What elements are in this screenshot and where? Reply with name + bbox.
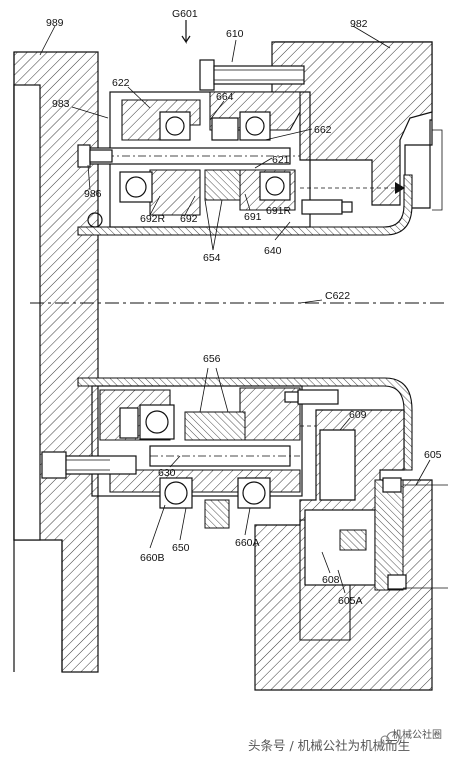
label-g601: G601: [172, 8, 198, 20]
label-622: 622: [112, 77, 130, 89]
label-640: 640: [264, 245, 282, 257]
label-610: 610: [226, 28, 244, 40]
label-982: 982: [350, 18, 368, 30]
label-691: 691: [244, 211, 262, 223]
label-692: 692: [180, 213, 198, 225]
label-692r: 692R: [140, 213, 166, 225]
label-605a: 605A: [338, 595, 363, 607]
upper-gear-assembly: [77, 59, 405, 228]
label-656: 656: [203, 353, 221, 365]
label-662: 662: [314, 124, 332, 136]
label-983: 983: [52, 98, 70, 110]
label-605: 605: [424, 449, 442, 461]
label-c622: C622: [325, 290, 350, 302]
label-986: 986: [84, 188, 102, 200]
logo-text: 机械公社圈: [392, 728, 442, 741]
label-691r: 691R: [266, 205, 292, 217]
g601-arrow-icon: [181, 20, 191, 44]
label-650: 650: [172, 542, 190, 554]
label-630: 630: [158, 467, 176, 479]
label-989: 989: [46, 17, 64, 29]
label-660a: 660A: [235, 537, 260, 549]
logo-icon: [380, 731, 400, 745]
label-664: 664: [216, 91, 234, 103]
lower-right-housing: [254, 409, 448, 691]
labels: 989 G601 610 982 622 983 664 662 621 986…: [46, 8, 442, 607]
watermark: 头条号 / 机械公社为机械而生 机械公社圈: [0, 728, 452, 767]
label-654: 654: [203, 252, 221, 264]
leader-lines: [39, 25, 431, 594]
label-660b: 660B: [140, 552, 165, 564]
label-609: 609: [349, 409, 367, 421]
left-frame-989: [13, 51, 99, 673]
label-608: 608: [322, 574, 340, 586]
label-621: 621: [272, 154, 290, 166]
watermark-text: 头条号 / 机械公社为机械而生: [248, 738, 410, 753]
